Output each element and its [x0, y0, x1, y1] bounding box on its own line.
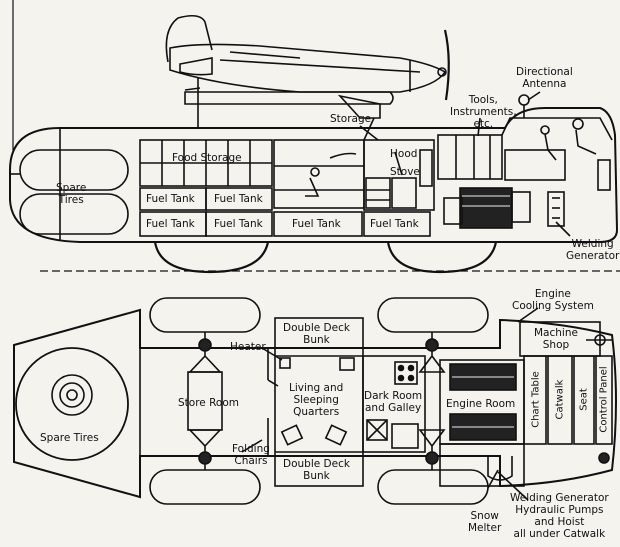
label-dark-room: Dark Room and Galley	[364, 390, 423, 414]
label-fuel-tank-3: Fuel Tank	[146, 218, 195, 230]
label-chart-table: Chart Table	[530, 371, 542, 428]
label-welding-generator-side: Welding Generator	[566, 238, 620, 262]
label-fuel-tank-1: Fuel Tank	[146, 193, 195, 205]
spare-tire-plan	[15, 347, 129, 461]
label-machine-shop: Machine Shop	[534, 327, 578, 351]
plan-view	[13, 297, 617, 505]
label-catwalk: Catwalk	[554, 379, 566, 420]
cruiser-body-side	[9, 107, 619, 243]
label-engine-room: Engine Room	[446, 398, 516, 410]
label-double-deck-bunk-bottom: Double Deck Bunk	[283, 458, 350, 482]
label-control-panel: Control Panel	[598, 366, 610, 433]
label-spare-tires-side: Spare Tires	[56, 182, 87, 206]
label-hood: Hood	[390, 148, 418, 160]
label-fuel-tank-2: Fuel Tank	[214, 193, 263, 205]
label-storage: Storage	[330, 113, 372, 125]
label-double-deck-bunk-top: Double Deck Bunk	[283, 322, 350, 346]
label-tools: Tools, Instruments, etc.	[450, 94, 517, 130]
side-wheel-left	[153, 241, 270, 274]
label-fuel-tank-4: Fuel Tank	[214, 218, 263, 230]
label-stove: Stove	[390, 166, 420, 178]
label-folding-chairs: Folding Chairs	[232, 443, 270, 467]
label-spare-tires-plan: Spare Tires	[40, 432, 99, 444]
side-wheel-right	[386, 241, 498, 274]
label-store-room: Store Room	[178, 397, 239, 409]
label-food-storage: Food Storage	[172, 152, 242, 164]
label-snow-melter: Snow Melter	[468, 510, 502, 534]
label-seat: Seat	[578, 388, 590, 411]
label-living-quarters: Living and Sleeping Quarters	[289, 382, 344, 418]
side-view	[9, 0, 619, 274]
airplane	[165, 14, 450, 128]
label-welding-hydraulic: Welding Generator Hydraulic Pumps and Ho…	[510, 492, 609, 540]
label-directional-antenna: Directional Antenna	[516, 66, 573, 90]
label-heater: Heater	[230, 341, 266, 353]
label-fuel-tank-6: Fuel Tank	[370, 218, 419, 230]
label-engine-cooling: Engine Cooling System	[512, 288, 594, 312]
label-fuel-tank-5: Fuel Tank	[292, 218, 341, 230]
